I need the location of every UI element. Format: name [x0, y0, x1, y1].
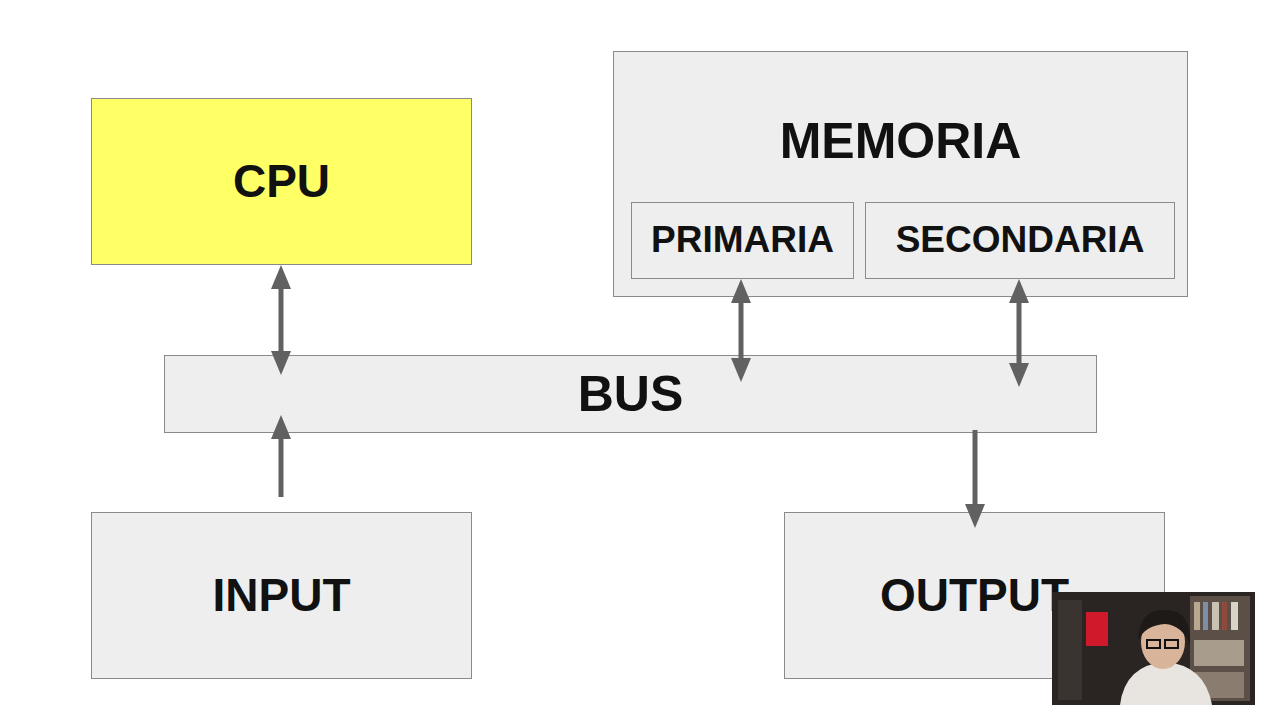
red-panel	[1086, 612, 1108, 646]
node-label: BUS	[578, 367, 684, 422]
glasses	[1165, 640, 1178, 648]
input-box: INPUT	[91, 512, 472, 679]
bus-arrow	[739, 293, 744, 368]
book	[1194, 602, 1200, 630]
bus-arrow	[1017, 293, 1022, 373]
person-face	[1141, 615, 1185, 669]
bus-arrow	[279, 279, 284, 361]
person-body	[1120, 662, 1212, 705]
book	[1212, 602, 1219, 630]
node-label: CPU	[233, 156, 330, 207]
node-label: INPUT	[213, 570, 351, 621]
node-label: OUTPUT	[880, 570, 1069, 621]
node-label: SECONDARIA	[896, 220, 1145, 261]
shelf	[1058, 600, 1082, 700]
books	[1194, 640, 1244, 666]
person-hair	[1138, 610, 1190, 645]
node-label: MEMORIA	[614, 114, 1187, 169]
book	[1203, 602, 1208, 630]
webcam-frame	[1052, 592, 1255, 705]
glasses	[1147, 640, 1160, 648]
book	[1231, 602, 1238, 630]
bus-arrow	[279, 429, 284, 497]
cpu-box: CPU	[91, 98, 472, 265]
memory-part-box: PRIMARIA	[631, 202, 854, 279]
book	[1222, 602, 1227, 630]
memory-box: MEMORIA PRIMARIA SECONDARIA	[613, 51, 1188, 297]
memory-part-box: SECONDARIA	[865, 202, 1175, 279]
node-label: PRIMARIA	[651, 220, 834, 261]
bus-arrow	[973, 430, 978, 514]
bus-band: BUS	[164, 355, 1097, 433]
bookshelf	[1190, 596, 1250, 701]
books	[1194, 672, 1244, 698]
output-box: OUTPUT	[784, 512, 1165, 679]
